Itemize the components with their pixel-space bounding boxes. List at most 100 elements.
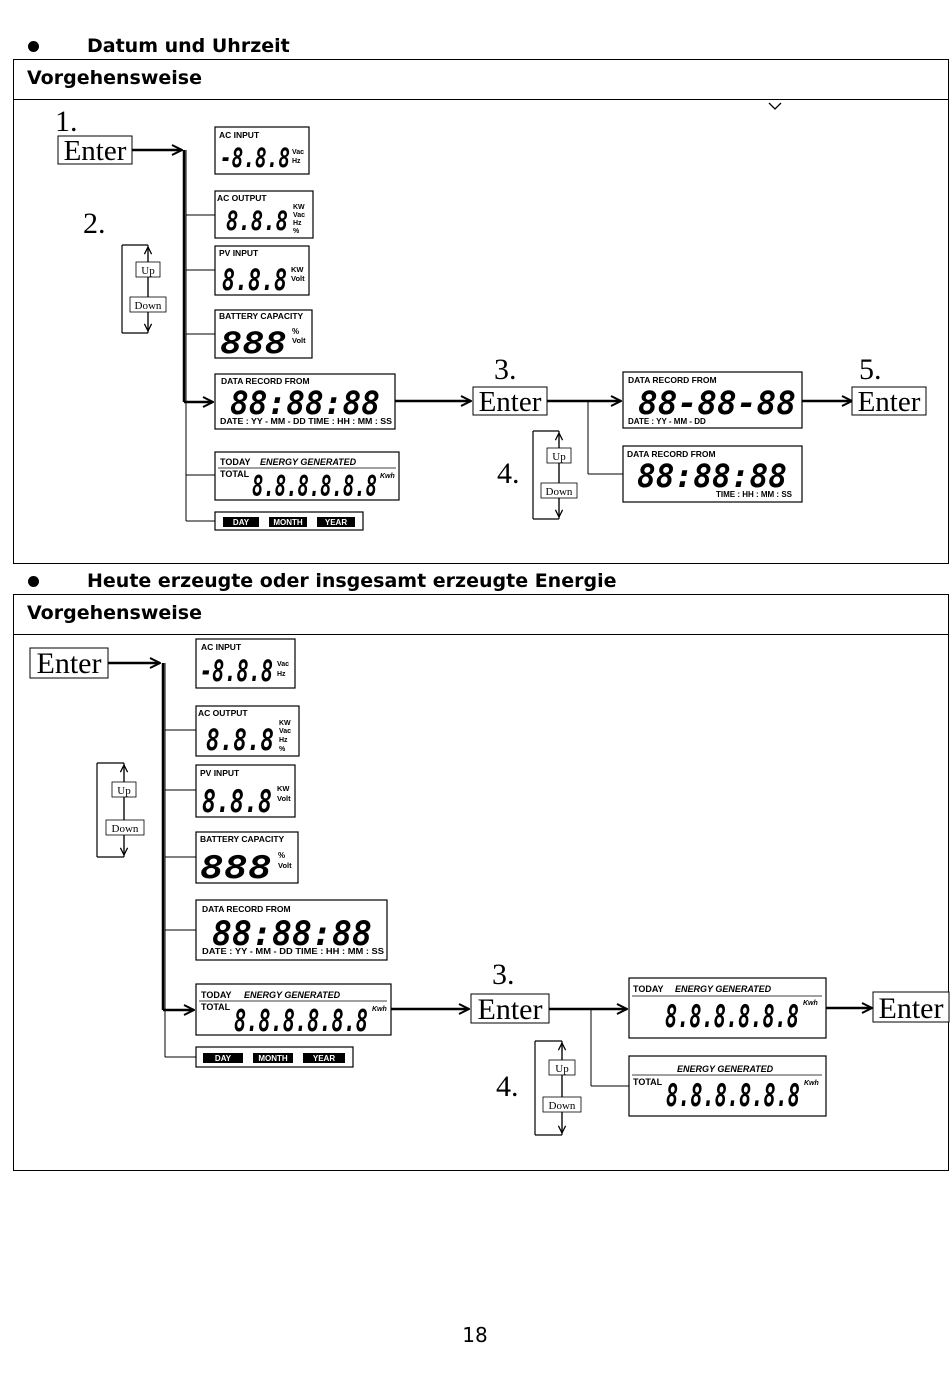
svg-text:DATA RECORD FROM: DATA RECORD FROM (627, 449, 716, 459)
section2-heading: Heute erzeugte oder insgesamt erzeugte E… (28, 570, 616, 592)
svg-text:%: % (279, 746, 286, 753)
svg-text:888: 888 (220, 326, 287, 360)
lcd-ac-input: AC INPUT -8.8.8 Vac Hz (214, 126, 310, 175)
svg-text:DAY: DAY (215, 1054, 232, 1063)
svg-text:BATTERY CAPACITY: BATTERY CAPACITY (200, 834, 285, 844)
bullet-icon (28, 575, 39, 587)
step-4-label: 4. (496, 1070, 519, 1103)
down-button[interactable]: Down (112, 823, 139, 835)
svg-text:Volt: Volt (278, 861, 292, 870)
step-1-label: 1. (55, 105, 78, 138)
svg-text:%: % (292, 327, 299, 336)
page-number: 18 (462, 1323, 488, 1347)
lcd-ac-output: AC OUTPUT 8.8.8 KW Vac Hz % (195, 705, 300, 757)
lcd-data-record-time: DATA RECORD FROM 88:88:88 TIME : HH : MM… (622, 445, 803, 503)
svg-text:8.8.8.8.8.8: 8.8.8.8.8.8 (666, 1078, 800, 1114)
svg-text:Hz: Hz (293, 220, 302, 227)
enter-button[interactable]: Enter (879, 992, 944, 1025)
svg-text:TODAY: TODAY (633, 984, 664, 994)
svg-text:Volt: Volt (277, 794, 291, 803)
lcd-data-record: DATA RECORD FROM 88:88:88 DATE : YY - MM… (195, 899, 388, 961)
svg-text:-8.8.8: -8.8.8 (220, 143, 290, 174)
svg-text:PV INPUT: PV INPUT (200, 768, 240, 778)
step-5-label: 5. (859, 353, 882, 386)
svg-text:KW: KW (293, 204, 305, 211)
svg-text:KW: KW (291, 265, 304, 274)
up-button[interactable]: Up (552, 451, 566, 463)
svg-text:8.8.8.8.8.8: 8.8.8.8.8.8 (252, 470, 377, 503)
up-down-selector: Up Down (534, 1040, 582, 1136)
svg-text:8.8.8.8.8.8: 8.8.8.8.8.8 (234, 1004, 368, 1039)
svg-text:ENERGY GENERATED: ENERGY GENERATED (675, 984, 772, 994)
svg-text:TOTAL: TOTAL (633, 1077, 663, 1087)
svg-text:DATA RECORD FROM: DATA RECORD FROM (221, 376, 310, 386)
up-down-selector: Up Down (96, 762, 145, 858)
svg-text:Hz: Hz (279, 737, 288, 744)
section2-box-title: Vorgehensweise (14, 595, 948, 635)
svg-text:MONTH: MONTH (273, 518, 303, 527)
section1-heading-text: Datum und Uhrzeit (87, 35, 290, 57)
section2-box: Vorgehensweise (13, 594, 949, 1171)
lcd-battery-capacity: BATTERY CAPACITY 888 % Volt (195, 831, 299, 886)
down-button[interactable]: Down (546, 486, 573, 498)
svg-text:Volt: Volt (292, 336, 306, 345)
lcd-pv-input: PV INPUT 8.8.8 KW Volt (214, 245, 310, 297)
up-down-selector: Up Down (532, 430, 578, 520)
up-button[interactable]: Up (141, 265, 155, 277)
svg-text:AC OUTPUT: AC OUTPUT (198, 708, 248, 718)
svg-text:DATE : YY - MM - DD TIME : HH: DATE : YY - MM - DD TIME : HH : MM : SS (202, 947, 385, 956)
svg-text:YEAR: YEAR (313, 1054, 335, 1063)
svg-text:ENERGY GENERATED: ENERGY GENERATED (244, 990, 341, 1000)
svg-text:KW: KW (279, 720, 291, 727)
lcd-energy-generated: TODAY ENERGY GENERATED TOTAL 8.8.8.8.8.8… (214, 451, 400, 503)
down-button[interactable]: Down (549, 1100, 576, 1112)
svg-text:ENERGY GENERATED: ENERGY GENERATED (677, 1064, 774, 1074)
enter-button[interactable]: Enter (37, 647, 102, 680)
enter-button[interactable]: Enter (479, 386, 542, 418)
enter-button[interactable]: Enter (858, 386, 921, 418)
lcd-energy-today: TODAY ENERGY GENERATED 8.8.8.8.8.8 Kwh (628, 977, 827, 1039)
svg-text:TIME : HH : MM : SS: TIME : HH : MM : SS (716, 490, 793, 499)
lcd-data-record-date: DATA RECORD FROM 88-88-88 DATE : YY - MM… (622, 371, 803, 429)
svg-text:Vac: Vac (292, 149, 304, 156)
svg-text:8.8.8.8.8.8: 8.8.8.8.8.8 (665, 999, 799, 1035)
diagram-energy: Enter Up Down AC INPUT -8.8.8 Vac Hz (29, 638, 950, 1136)
svg-text:DATE : YY - MM - DD: DATE : YY - MM - DD (628, 417, 706, 426)
svg-text:%: % (293, 228, 300, 235)
svg-text:TOTAL: TOTAL (201, 1002, 231, 1012)
section1-heading: Datum und Uhrzeit (28, 35, 290, 57)
lcd-period-selector: DAY MONTH YEAR (214, 511, 364, 531)
chevron-down-icon (768, 102, 782, 110)
svg-text:AC INPUT: AC INPUT (201, 642, 242, 652)
svg-text:KW: KW (277, 784, 290, 793)
svg-text:YEAR: YEAR (325, 518, 347, 527)
svg-text:TODAY: TODAY (201, 990, 232, 1000)
lcd-pv-input: PV INPUT 8.8.8 KW Volt (195, 764, 296, 820)
up-button[interactable]: Up (117, 785, 131, 797)
step-4-label: 4. (497, 457, 520, 490)
down-button[interactable]: Down (135, 300, 162, 312)
step-2-label: 2. (83, 207, 106, 240)
svg-text:Hz: Hz (277, 671, 286, 678)
up-button[interactable]: Up (555, 1063, 569, 1075)
enter-button[interactable]: Enter (478, 993, 543, 1026)
svg-text:Kwh: Kwh (804, 1080, 819, 1087)
lcd-battery-capacity: BATTERY CAPACITY 888 % Volt (214, 309, 313, 360)
enter-button[interactable]: Enter (64, 135, 127, 167)
svg-text:Vac: Vac (277, 661, 289, 668)
up-down-selector: Up Down (121, 244, 167, 334)
svg-text:Kwh: Kwh (372, 1006, 387, 1013)
diagram-date-time: 1. Enter 2. Up Down AC INPUT -8.8.8 (55, 102, 927, 531)
svg-text:88-88-88: 88-88-88 (638, 384, 796, 422)
svg-text:8.8.8: 8.8.8 (202, 784, 272, 820)
lcd-period-selector: DAY MONTH YEAR (195, 1046, 354, 1068)
svg-text:ENERGY GENERATED: ENERGY GENERATED (260, 457, 357, 467)
svg-text:TODAY: TODAY (220, 457, 251, 467)
svg-text:%: % (278, 851, 285, 860)
svg-text:AC OUTPUT: AC OUTPUT (217, 193, 267, 203)
step-3-label: 3. (494, 353, 517, 386)
lcd-ac-input: AC INPUT -8.8.8 Vac Hz (195, 638, 296, 689)
lcd-energy-total: ENERGY GENERATED TOTAL 8.8.8.8.8.8 Kwh (628, 1055, 827, 1117)
svg-text:Hz: Hz (292, 158, 301, 165)
